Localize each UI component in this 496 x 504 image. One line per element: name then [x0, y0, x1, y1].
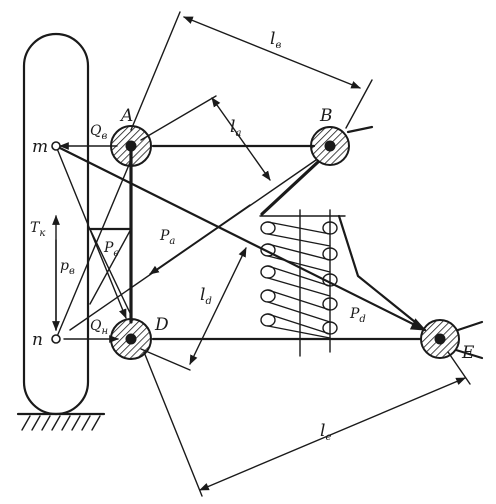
label-pv: pв [60, 258, 75, 277]
label-a: A [119, 106, 133, 126]
label-pa: Pa [159, 228, 175, 247]
dimension-lines [130, 11, 471, 497]
label-le: le [320, 421, 331, 443]
label-pd: Pd [349, 306, 366, 325]
label-e: E [461, 343, 475, 363]
label-lv: lв [270, 29, 281, 51]
ground [16, 412, 106, 431]
joint-b [310, 126, 350, 166]
joint-e [420, 319, 460, 359]
label-ld: ld [200, 285, 212, 307]
label-b: B [319, 106, 333, 126]
suspension-frame [88, 125, 484, 360]
label-n: n [32, 330, 43, 350]
label-tk: Tк [30, 220, 45, 239]
label-pe: Pe [103, 240, 119, 259]
label-la: la [230, 117, 241, 139]
force-lines [52, 142, 427, 343]
label-d: D [154, 315, 169, 335]
coil-spring [260, 209, 338, 357]
joint-d [110, 318, 152, 360]
label-m: m [32, 137, 48, 157]
point-m [51, 141, 61, 151]
label-qn: Qн [90, 318, 108, 337]
point-n [51, 334, 61, 344]
label-qv: Qв [90, 123, 107, 142]
joint-a [110, 125, 152, 167]
